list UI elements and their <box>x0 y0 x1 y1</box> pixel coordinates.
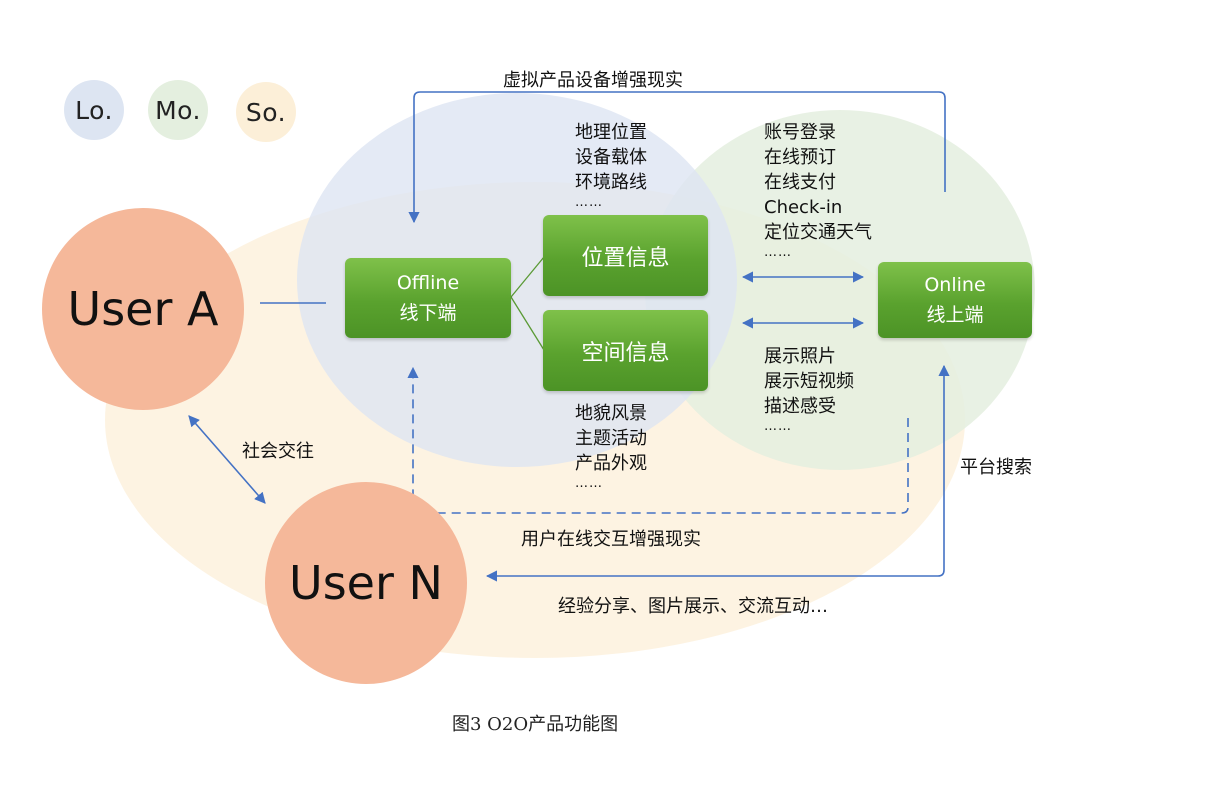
social-arrow <box>188 415 266 504</box>
list-item: …… <box>764 245 792 260</box>
space-items-list: 地貌风景 主题活动 产品外观 …… <box>575 401 647 492</box>
list-item: 主题活动 <box>575 428 647 449</box>
location-info-node: 位置信息 <box>543 215 708 296</box>
list-item: 地貌风景 <box>575 403 647 424</box>
list-item: Check-in <box>764 197 843 218</box>
online-bottom-list: 展示照片 展示短视频 描述感受 …… <box>764 344 854 435</box>
social-label: 社会交往 <box>242 441 314 462</box>
legend-mo: Mo. <box>148 80 208 140</box>
virtual-ar-label: 虚拟产品设备增强现实 <box>503 70 683 91</box>
location-info-label: 位置信息 <box>581 245 670 271</box>
list-item: 展示短视频 <box>764 371 854 392</box>
list-item: 在线支付 <box>764 172 836 193</box>
user-a-node: User A <box>42 208 244 410</box>
legend-lo-label: Lo. <box>75 95 113 125</box>
list-item: 产品外观 <box>575 453 647 474</box>
legend-so: So. <box>236 82 296 142</box>
location-items-list: 地理位置 设备载体 环境路线 …… <box>575 120 647 211</box>
experience-share-label: 经验分享、图片展示、交流互动… <box>558 596 828 617</box>
offline-title: Offline <box>396 272 460 294</box>
list-item: 账号登录 <box>764 122 836 143</box>
list-item: 设备载体 <box>575 147 647 168</box>
list-item: 环境路线 <box>575 172 647 193</box>
list-item: 地理位置 <box>575 122 647 143</box>
list-item: 描述感受 <box>764 396 836 417</box>
legend-lo: Lo. <box>64 80 124 140</box>
offline-space-link <box>510 296 545 351</box>
list-item: 在线预订 <box>764 147 836 168</box>
user-a-label: User A <box>67 282 219 336</box>
list-item: …… <box>575 476 603 491</box>
online-title: Online <box>924 274 986 296</box>
legend-mo-label: Mo. <box>155 95 201 125</box>
online-node: Online 线上端 <box>878 262 1032 338</box>
list-item: 定位交通天气 <box>764 222 872 243</box>
platform-search-arrow <box>485 364 950 582</box>
space-info-node: 空间信息 <box>543 310 708 391</box>
online-top-list: 账号登录 在线预订 在线支付 Check-in 定位交通天气 …… <box>764 120 872 261</box>
space-info-label: 空间信息 <box>581 340 670 366</box>
offline-node: Offline 线下端 <box>345 258 511 338</box>
offline-subtitle: 线下端 <box>399 302 457 324</box>
legend-so-label: So. <box>245 97 287 127</box>
user-online-ar-label: 用户在线交互增强现实 <box>521 529 701 550</box>
offline-location-link <box>510 256 545 298</box>
platform-search-label: 平台搜索 <box>960 457 1032 478</box>
list-item: …… <box>575 195 603 210</box>
list-item: …… <box>764 419 792 434</box>
online-subtitle: 线上端 <box>926 304 984 326</box>
user-n-label: User N <box>289 556 443 610</box>
figure-caption: 图3 O2O产品功能图 <box>452 714 619 735</box>
list-item: 展示照片 <box>764 346 836 367</box>
virtual-ar-arrow <box>408 91 946 224</box>
user-n-node: User N <box>265 482 467 684</box>
